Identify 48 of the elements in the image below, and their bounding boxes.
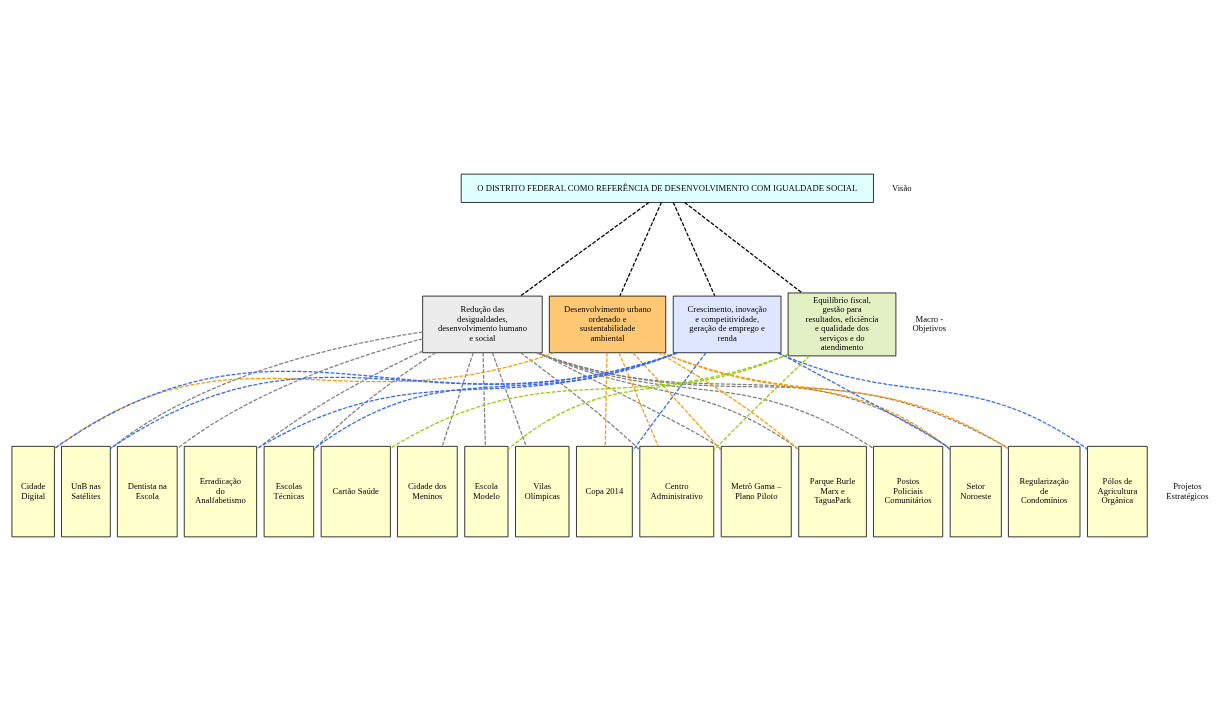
connector (441, 352, 474, 447)
node-box: Regularização de Condomínios (1008, 445, 1081, 538)
node-box: Erradicação do Analfabetismo (183, 445, 258, 538)
node-box: Escolas Técnicas (263, 445, 315, 538)
connector (618, 352, 659, 447)
node-box: Postos Policiais Comunitários (873, 445, 944, 538)
label: Projetos Estratégicos (1166, 481, 1209, 501)
connector (520, 201, 650, 297)
node-box: Escola Modelo (464, 445, 509, 538)
connector (658, 352, 800, 451)
node-box: Cartão Saúde (320, 445, 391, 538)
node-box: Dentista na Escola (117, 445, 178, 538)
connector (520, 352, 641, 451)
connector (604, 352, 608, 447)
node-box: Vilas Olímpicas (515, 445, 570, 538)
node-box: Copa 2014 (576, 445, 633, 538)
connector (713, 355, 810, 451)
label: Visão (891, 182, 912, 193)
connector (672, 201, 716, 297)
node-box: O DISTRITO FEDERAL COMO REFERÊNCIA DE DESENVOLVIMENTO COM IGUALDADE SOCIAL (460, 173, 874, 203)
label: Macro - Objetivos (912, 313, 947, 334)
connector (538, 352, 722, 450)
node-box: Cidade Digital (11, 445, 55, 538)
connector (661, 352, 1009, 450)
node-box: Pólos de Agricultura Orgânica (1087, 445, 1148, 538)
node-box: Cidade dos Meninos (397, 445, 458, 538)
connector (53, 352, 555, 450)
node-box: Metrô Gama – Plano Piloto (720, 445, 792, 538)
connector (619, 201, 662, 297)
connector (256, 350, 424, 451)
node-box: Desenvolvimento urbano ordenado e sustentabilidade ambiental (548, 295, 667, 354)
connector (482, 352, 486, 447)
connector (491, 352, 527, 447)
connector (631, 352, 707, 452)
connector (776, 352, 1088, 450)
connector (176, 338, 424, 450)
connector (684, 201, 803, 294)
connector (537, 352, 874, 450)
connector (313, 352, 437, 451)
node-box: Parque Burle Marx e TaguaPark (798, 445, 867, 538)
node-box: UnB nas Satélites (61, 445, 111, 538)
node-box: Equilíbrio fiscal, gestão para resultados, eficiência e qualidade dos serviços e do atendimento (787, 292, 897, 357)
connector (389, 353, 789, 449)
node-box: Setor Noroeste (949, 445, 1002, 538)
connector (632, 352, 722, 451)
node-box: Redução das desigualdades, desenvolvimento humano e social (422, 295, 543, 354)
node-box: Crescimento, inovação e competitividade, geração de emprego e renda (672, 295, 782, 354)
node-box: Centro Administrativo (639, 445, 715, 538)
